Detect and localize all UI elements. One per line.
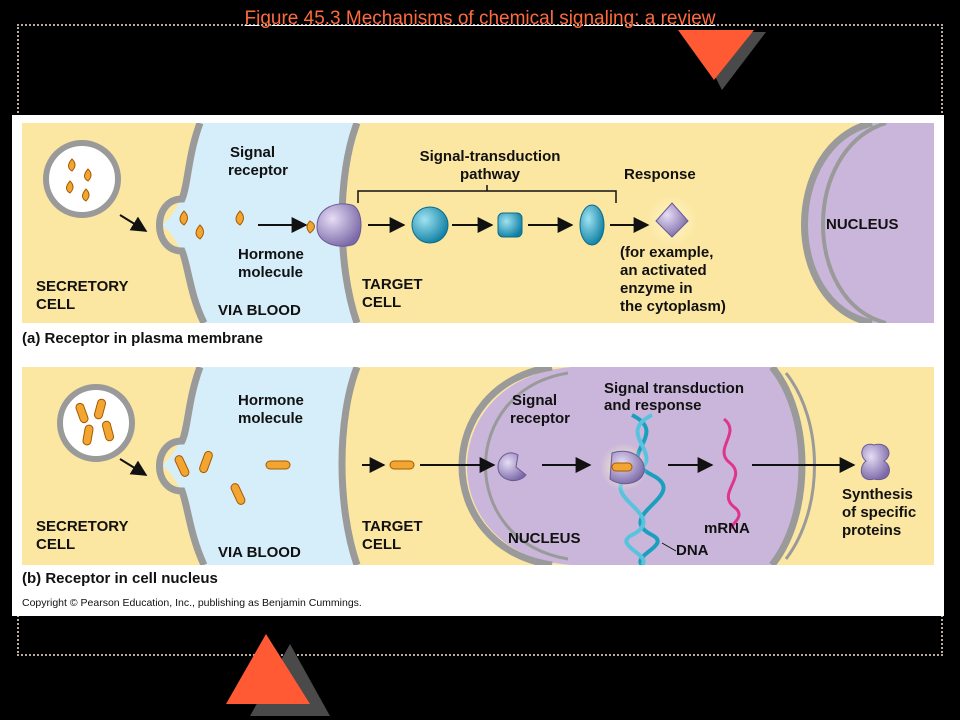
top-triangle-accent — [678, 30, 754, 80]
top-triangle-decoration — [678, 30, 766, 90]
panel-a-signal-receptor — [316, 203, 362, 247]
panel-b-hormone-in-vesicle — [75, 402, 89, 424]
panel-b-target-membrane — [338, 367, 361, 565]
panel-a-secretory-vesicle — [43, 140, 121, 218]
panel-a-hormone-released — [179, 210, 188, 226]
panel-a-relay-protein-3 — [579, 204, 605, 246]
bottom-triangle-decoration — [226, 634, 330, 716]
panel-a-relay-protein-2 — [497, 212, 523, 238]
panel-b-hormone-released — [174, 455, 190, 477]
panel-a-hormone-released — [195, 224, 204, 240]
dna-strand — [631, 413, 666, 565]
panel-a-hormone-in-vesicle — [66, 180, 74, 194]
panel-b-secretory-vesicle — [57, 384, 135, 462]
panel-a-hormone-in-vesicle — [82, 188, 90, 202]
panel-b-mrna-label: mRNA — [704, 520, 750, 537]
dna-label-leader — [661, 542, 677, 552]
panel-b-hormone-in-vesicle — [93, 398, 107, 420]
panel-a-hormone-released — [235, 210, 244, 226]
panel-b-arrow-secretion — [119, 458, 148, 476]
panel-a-activated-enzyme — [655, 202, 689, 238]
panel-a-pathway-bracket — [357, 185, 617, 203]
panel-b-hormone-in-cytoplasm — [389, 460, 415, 470]
panel-b-blood-region — [162, 367, 357, 565]
panel-b-signal-receptor — [497, 452, 527, 482]
panel-a-arrow-secretion — [119, 214, 148, 232]
panel-a-blood-region — [162, 123, 357, 323]
panel-b-nucleus-label: NUCLEUS — [508, 530, 581, 547]
panel-b-via-blood-label: VIA BLOOD — [218, 544, 301, 561]
panel-a-caption: (a) Receptor in plasma membrane — [22, 330, 263, 347]
panel-a-secretory-membrane — [156, 123, 208, 323]
mrna-strand — [722, 417, 741, 531]
panel-a-nucleus — [804, 123, 934, 323]
panel-a-via-blood-label: VIA BLOOD — [218, 302, 301, 319]
panel-a-nucleus-label: NUCLEUS — [826, 216, 899, 233]
panel-a-relay-protein-1 — [411, 206, 449, 244]
panel-a-response-label: Response — [624, 166, 696, 183]
panel-a-nuclear-envelope — [801, 123, 873, 323]
panel-b-caption: (b) Receptor in cell nucleus — [22, 570, 218, 587]
panel-b-hormone-in-blood — [265, 460, 291, 470]
panel-b-secretory-membrane — [156, 367, 208, 565]
copyright-notice: Copyright © Pearson Education, Inc., pub… — [22, 597, 362, 609]
panel-b-hormone-released — [199, 450, 213, 474]
bottom-triangle-accent — [226, 634, 310, 704]
panel-a-nuclear-envelope-inner — [821, 123, 887, 323]
panel-b-hormone-in-vesicle — [82, 424, 94, 446]
panel-b-hormone-released — [230, 483, 246, 505]
dna-strand — [618, 413, 653, 565]
panel-b-dna-label: DNA — [676, 542, 709, 559]
panel-b-synthesized-protein — [860, 443, 890, 481]
slide-title: Figure 45.3 Mechanisms of chemical signa… — [244, 8, 716, 29]
panel-b-bound-hormone — [611, 462, 633, 472]
panel-b-hormone-in-vesicle — [101, 420, 115, 442]
panel-a-hormone-in-vesicle — [84, 168, 92, 182]
panel-a-bound-hormone — [306, 220, 315, 234]
panel-a-hormone-in-vesicle — [68, 158, 76, 172]
